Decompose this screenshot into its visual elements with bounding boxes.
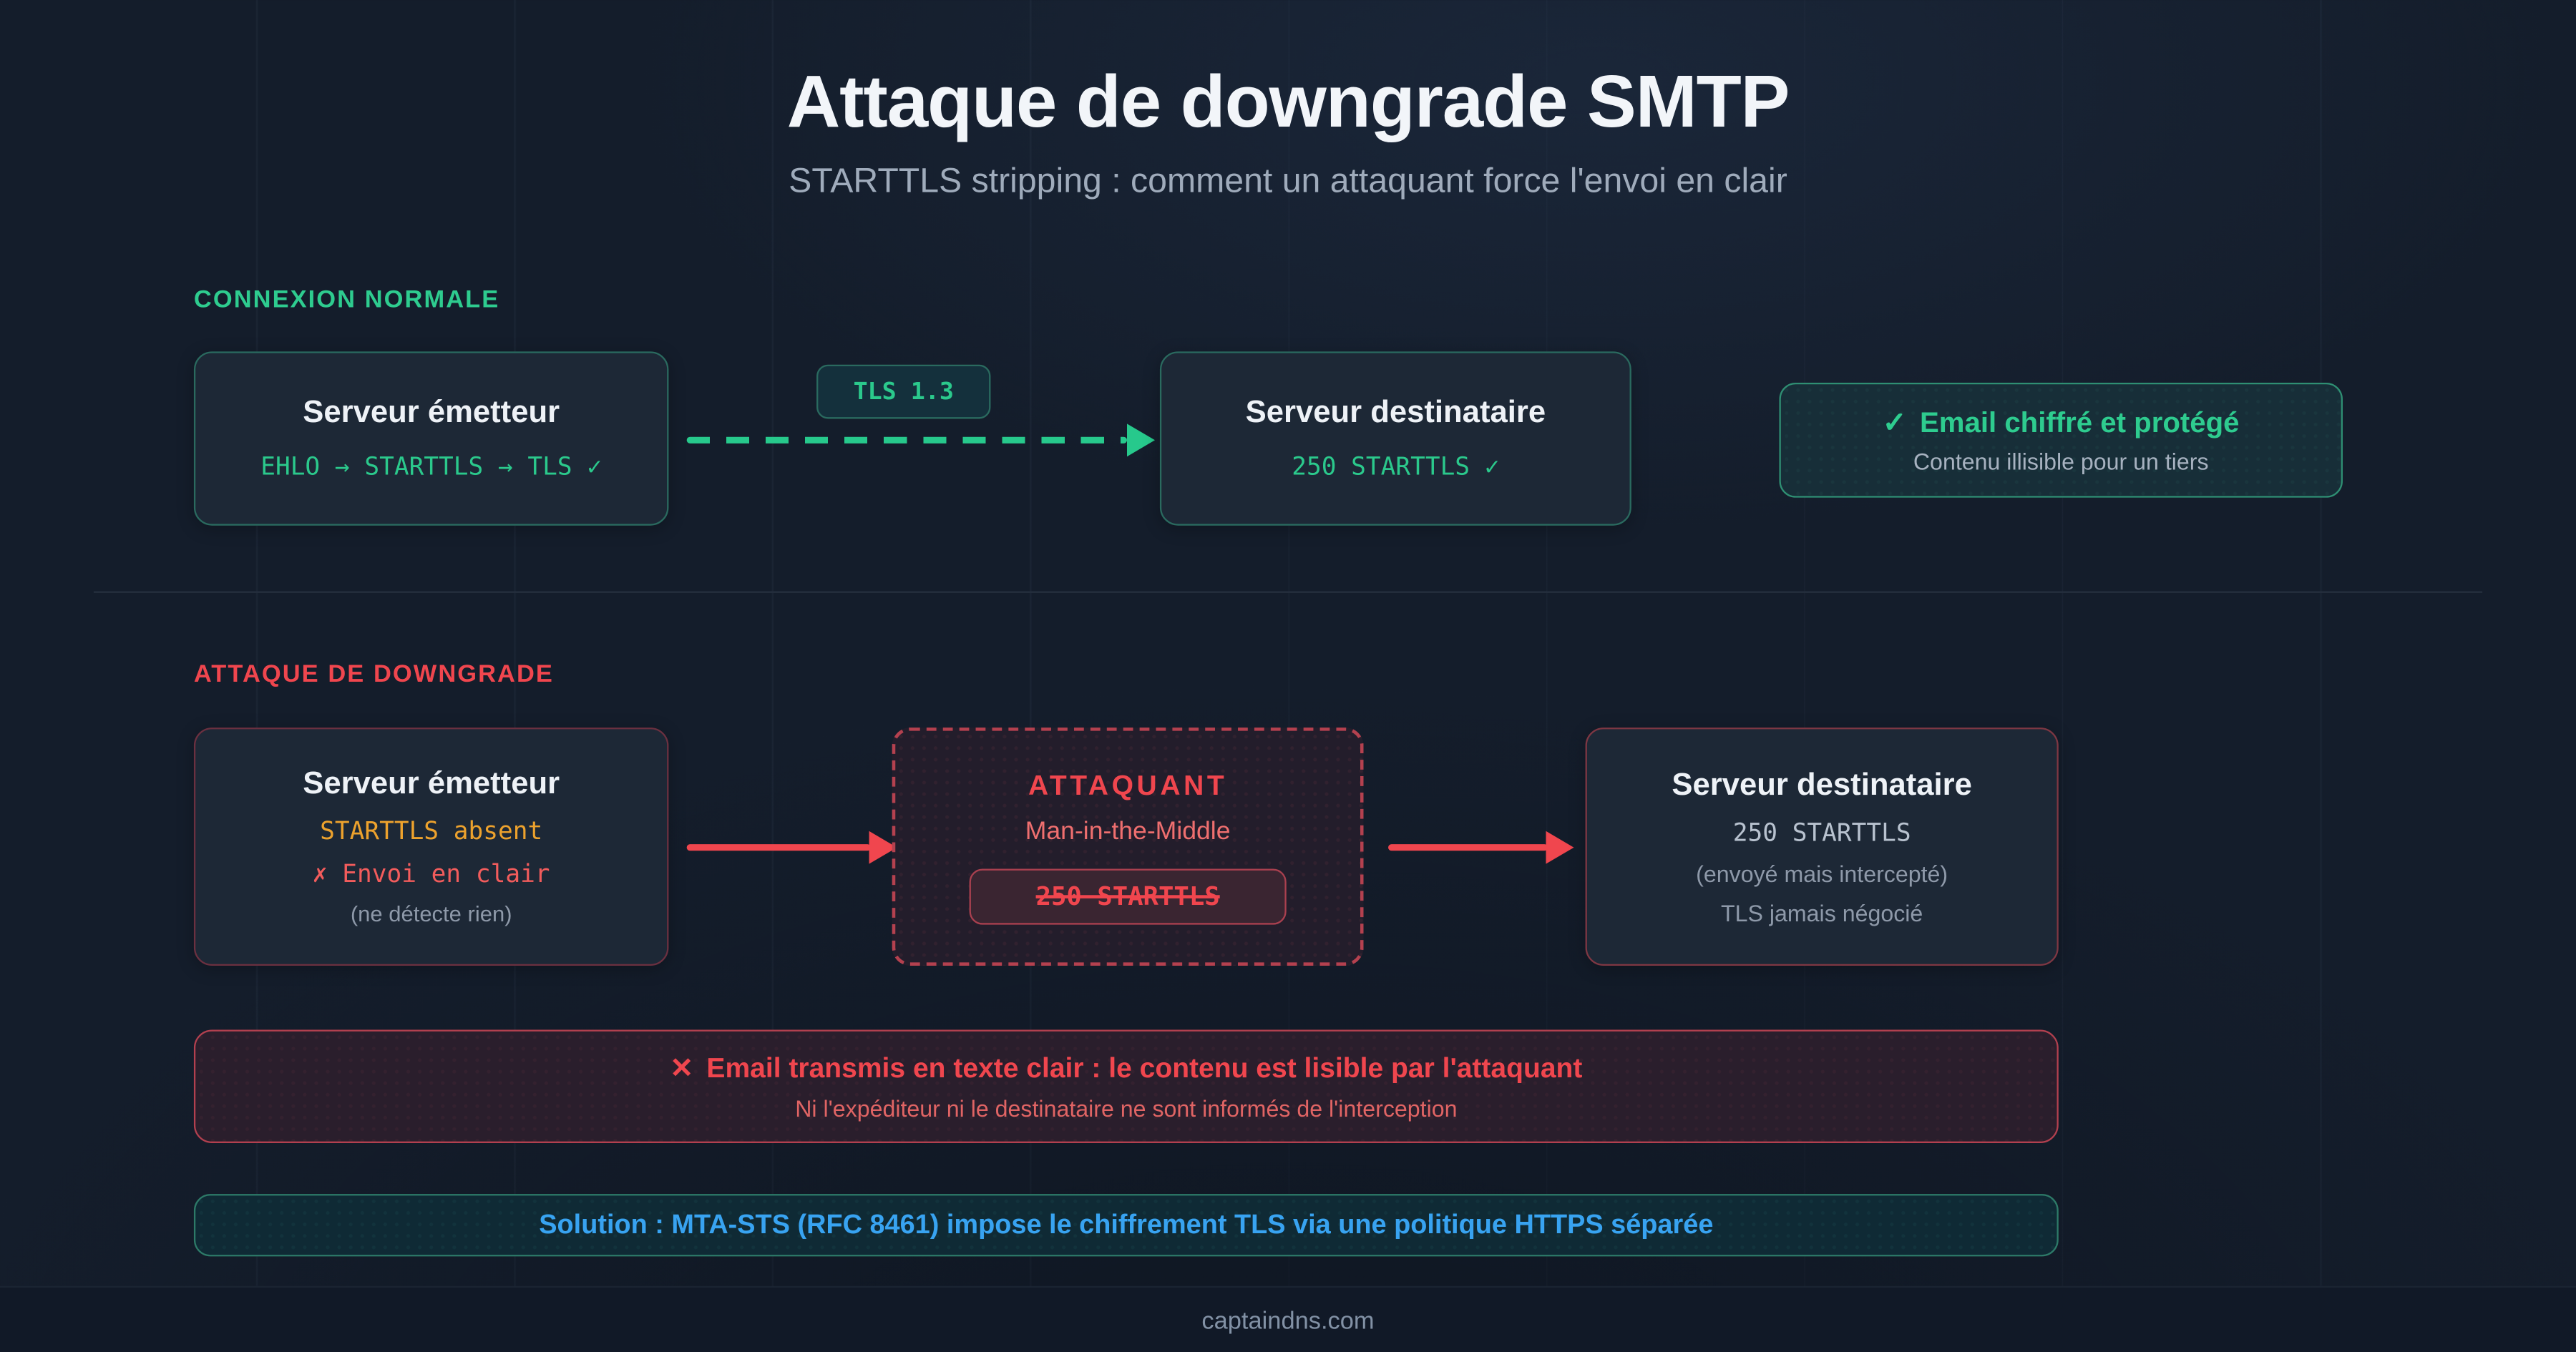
attack-receiver-node: Serveur destinataire 250 STARTTLS (envoy… [1585, 728, 2059, 966]
section-divider [93, 591, 2483, 593]
normal-receiver-title: Serveur destinataire [1245, 396, 1546, 431]
attack-receiver-no-tls: TLS jamais négocié [1721, 899, 1923, 926]
warning-banner: ✕ Email transmis en texte clair : le cont… [193, 1029, 2059, 1143]
solution-text: Solution : MTA-STS (RFC 8461) impose le … [539, 1209, 1714, 1240]
section-label-downgrade-attack: ATTAQUE DE DOWNGRADE [193, 660, 554, 688]
attack-sender-title: Serveur émetteur [303, 767, 560, 802]
footer-bar: captaindns.com [0, 1285, 2576, 1352]
cross-icon: ✕ [670, 1052, 694, 1084]
normal-sender-node: Serveur émetteur EHLO → STARTTLS → TLS ✓ [193, 351, 669, 526]
attack-arrow-right [1388, 844, 1548, 851]
normal-result-subtitle: Contenu illisible pour un tiers [1913, 448, 2209, 475]
stripped-starttls-pill: 250 STARTTLS [968, 868, 1287, 924]
normal-receiver-node: Serveur destinataire 250 STARTTLS ✓ [1159, 351, 1631, 526]
attack-receiver-title: Serveur destinataire [1672, 768, 1972, 803]
attack-sender-cleartext: ✗ Envoi en clair [312, 858, 550, 889]
attack-arrow-left [686, 844, 871, 851]
warning-title-text: Email transmis en texte clair : le conte… [706, 1052, 1583, 1084]
attack-receiver-intercepted: (envoyé mais intercepté) [1696, 859, 1948, 886]
attacker-subtitle: Man-in-the-Middle [1025, 817, 1231, 846]
tls-version-badge: TLS 1.3 [816, 364, 991, 419]
attack-sender-note: (ne détecte rien) [350, 901, 512, 926]
normal-result-box: ✓ Email chiffré et protégé Contenu illisi… [1779, 382, 2343, 498]
warning-subtitle: Ni l'expéditeur ni le destinataire ne so… [795, 1094, 1458, 1121]
normal-receiver-response: 250 STARTTLS ✓ [1292, 451, 1500, 481]
normal-sender-title: Serveur émetteur [303, 396, 560, 431]
attack-sender-starttls-absent: STARTTLS absent [320, 816, 543, 846]
section-label-normal-connection: CONNEXION NORMALE [193, 285, 500, 314]
check-icon: ✓ [1882, 406, 1907, 439]
attack-arrow-right-head-icon [1546, 831, 1574, 864]
normal-result-text: Email chiffré et protégé [1919, 406, 2240, 439]
footer-domain: captaindns.com [1201, 1306, 1375, 1335]
attack-sender-node: Serveur émetteur STARTTLS absent ✗ Envoi… [193, 728, 669, 966]
normal-result-title: ✓ Email chiffré et protégé [1883, 406, 2240, 440]
attacker-node: ATTAQUANT Man-in-the-Middle 250 STARTTLS [892, 728, 1364, 966]
warning-title: ✕ Email transmis en texte clair : le cont… [670, 1052, 1582, 1085]
encrypted-connection-arrow [686, 436, 1128, 444]
page-subtitle: STARTTLS stripping : comment un attaquan… [789, 162, 1787, 201]
attacker-title: ATTAQUANT [1028, 769, 1228, 801]
normal-sender-handshake: EHLO → STARTTLS → TLS ✓ [260, 451, 602, 481]
encrypted-connection-arrowhead-icon [1127, 423, 1156, 457]
solution-banner: Solution : MTA-STS (RFC 8461) impose le … [193, 1194, 2059, 1257]
page-title: Attaque de downgrade SMTP [786, 59, 1790, 143]
attack-receiver-response: 250 STARTTLS [1732, 817, 1911, 847]
